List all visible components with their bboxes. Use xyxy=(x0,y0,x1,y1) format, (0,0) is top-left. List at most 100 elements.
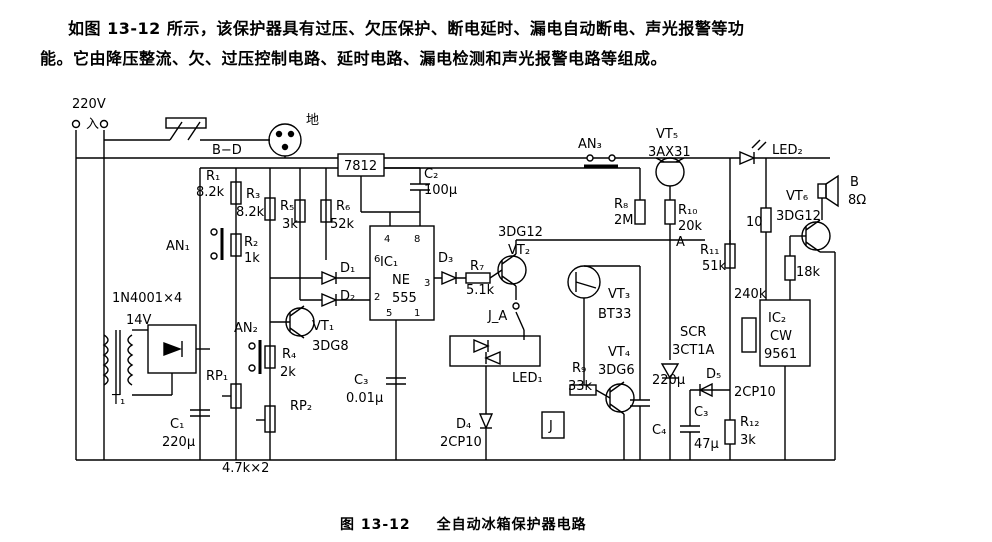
label-c3: C₃ xyxy=(354,373,368,388)
label-r2v: 1k xyxy=(244,251,260,266)
label-4k7: 4.7k×2 xyxy=(222,461,269,476)
label-t1: T₁ xyxy=(111,393,125,408)
label-b8: 8Ω xyxy=(848,193,866,208)
capacitor-c3 xyxy=(386,377,406,385)
label-r12v: 3k xyxy=(740,433,756,448)
label-240k: 240k xyxy=(734,287,767,302)
resistor-r3 xyxy=(264,197,276,221)
thyristor-scr xyxy=(660,363,680,460)
label-pin3: 3 xyxy=(424,278,430,289)
ic2-cw9561 xyxy=(741,299,811,460)
label-r4v: 2k xyxy=(280,365,296,380)
label-18k: 18k xyxy=(796,265,821,280)
resistor-r8 xyxy=(634,168,646,225)
label-c3v: 0.01μ xyxy=(346,391,383,406)
top-rail xyxy=(76,157,830,169)
potentiometer-rp1 xyxy=(222,383,242,409)
speaker-icon xyxy=(817,174,839,220)
resistor-r12 xyxy=(724,230,736,460)
label-cw: CW xyxy=(770,329,792,344)
label-220v: 220V xyxy=(72,97,106,112)
transistor-vt5 xyxy=(655,157,685,200)
transistor-vt2 xyxy=(489,239,705,287)
caption-title: 全自动冰箱保护器电路 xyxy=(436,517,587,533)
intro-line-1: 如图 13-12 所示，该保护器具有过压、欠压保护、断电延时、漏电自动断电、声光… xyxy=(68,19,745,38)
label-c1v: 220μ xyxy=(162,435,195,450)
label-an2: AN₂ xyxy=(234,321,258,336)
label-d5t: 2CP10 xyxy=(734,385,776,400)
label-vt4: VT₄ xyxy=(608,345,630,360)
diode-d1 xyxy=(270,270,370,286)
label-c2: C₂ xyxy=(424,167,438,182)
label-scr: SCR xyxy=(680,325,706,340)
label-r9: R₉ xyxy=(572,361,586,376)
label-r9v: 33k xyxy=(568,379,593,394)
transistor-vt1 xyxy=(270,305,315,339)
relay-contact-ja xyxy=(512,286,525,340)
capacitor-c3-47u xyxy=(680,390,700,460)
label-vt5t: 3AX31 xyxy=(648,145,691,160)
label-bd: B−D xyxy=(212,143,242,158)
label-d4t: 2CP10 xyxy=(440,435,482,450)
label-pin5: 5 xyxy=(386,308,392,319)
label-vt3t: BT33 xyxy=(598,307,631,322)
resistor-r4 xyxy=(264,345,276,369)
label-10: 10 xyxy=(746,215,763,230)
resistor-r2 xyxy=(230,233,242,257)
resistor-r11 xyxy=(724,158,736,269)
label-led2: LED₂ xyxy=(772,143,803,158)
switch-an2 xyxy=(248,340,262,374)
label-a: A xyxy=(676,235,685,250)
capacitor-c1 xyxy=(190,409,210,417)
label-c3b: C₃ xyxy=(694,405,708,420)
label-an3: AN₃ xyxy=(578,137,602,152)
led2 xyxy=(739,139,767,166)
label-r11v: 51k xyxy=(702,259,727,274)
regulator-7812 xyxy=(337,153,420,212)
label-ic1: IC₁ xyxy=(380,255,398,270)
resistor-r10 xyxy=(664,199,676,360)
label-in: 入 xyxy=(86,117,99,132)
label-7812: 7812 xyxy=(344,159,377,174)
intro-line-2: 能。它由降压整流、欠、过压控制电路、延时电路、漏电检测和声光报警电路等组成。 xyxy=(40,49,668,68)
label-ja: J_A xyxy=(487,309,507,324)
label-c4v: 220μ xyxy=(652,373,685,388)
label-c4: C₄ xyxy=(652,423,666,438)
label-r6: R₆ xyxy=(336,199,350,214)
label-r11: R₁₁ xyxy=(700,243,719,258)
diode-d5 xyxy=(690,382,730,398)
resistor-r6 xyxy=(320,199,332,223)
input-lines xyxy=(71,119,109,460)
label-r5: R₅ xyxy=(280,199,294,214)
transformer-icon xyxy=(102,330,134,395)
label-r8: R₈ xyxy=(614,197,628,212)
label-r10v: 20k xyxy=(678,219,703,234)
diode-d2 xyxy=(300,292,370,308)
label-r1: R₁ xyxy=(206,169,220,184)
label-vt6t: 3DG12 xyxy=(776,209,821,224)
earth-socket-icon xyxy=(268,123,302,158)
diode-d4 xyxy=(478,366,494,460)
label-r6v: 52k xyxy=(330,217,355,232)
capacitor-c4 xyxy=(630,266,650,460)
label-d5: D₅ xyxy=(706,367,721,382)
label-pin2: 2 xyxy=(374,292,380,303)
label-vt1: VT₁ xyxy=(312,319,334,334)
label-vt6: VT₆ xyxy=(786,189,808,204)
label-vt5: VT₅ xyxy=(656,127,678,142)
label-555: 555 xyxy=(392,291,417,306)
label-r7: R₇ xyxy=(470,259,484,274)
label-ne: NE xyxy=(392,273,410,288)
relay-contacts xyxy=(104,117,270,141)
label-pin6: 6 xyxy=(374,254,380,265)
label-rp1: RP₁ xyxy=(206,369,228,384)
label-j: J xyxy=(548,419,553,434)
label-r1v: 8.2k xyxy=(196,185,225,200)
label-vt3: VT₃ xyxy=(608,287,630,302)
label-earth: 地 xyxy=(306,113,319,128)
label-vt2t: 3DG12 xyxy=(498,225,543,240)
bridge-rectifier xyxy=(132,324,210,396)
label-1n4001: 1N4001×4 xyxy=(112,291,182,306)
label-r12: R₁₂ xyxy=(740,415,759,430)
resistor-r1 xyxy=(230,181,242,205)
